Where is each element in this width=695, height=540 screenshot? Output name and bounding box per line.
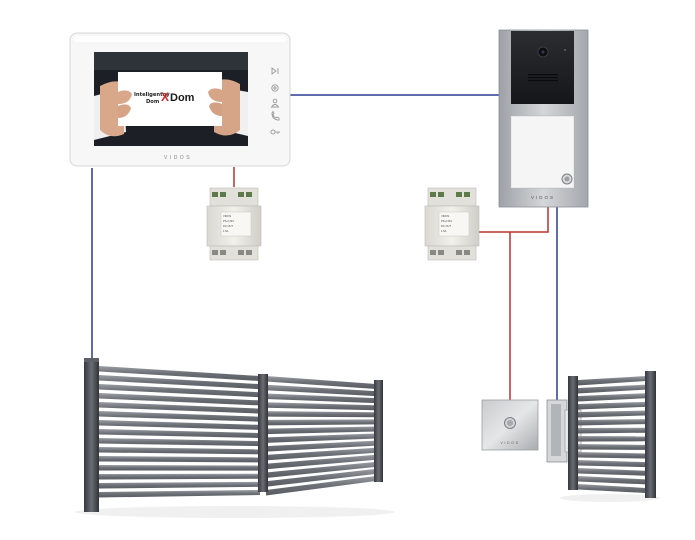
psu-left-label-3: DC OUT [223, 224, 233, 228]
speaker-grille [528, 74, 558, 82]
card-brand-rest: Dom [170, 92, 195, 104]
gate-slats [99, 366, 376, 498]
gate-post-right [374, 380, 383, 482]
gate-slat [578, 444, 646, 450]
gate-slat [578, 384, 646, 394]
gate-slat [99, 393, 260, 406]
wicket-slats [578, 376, 646, 493]
psu-left-label-2: PS-2 24V [223, 219, 234, 223]
card-text-line1: Inteligentny [134, 92, 170, 98]
wicket-post-right [645, 371, 656, 498]
gate-slat [99, 490, 260, 498]
power-supply-right: VIDOS PS-2 24V DC OUT 1.5A [424, 187, 480, 261]
gate-slat [578, 410, 646, 418]
gate-middle-post [258, 374, 268, 492]
gate-slat [99, 456, 260, 463]
psu-left-label-4: 1.5A [223, 229, 229, 233]
gate-slat [266, 411, 376, 418]
gate-slat [578, 484, 646, 493]
gate-slat [266, 440, 376, 452]
gate-slat [99, 447, 260, 455]
door-station-brand-label: VIDOS [531, 195, 555, 200]
gate-slat [266, 468, 376, 487]
gate-slat [99, 465, 260, 471]
business-card [118, 72, 222, 126]
gate-slat [578, 401, 646, 410]
gate-slat [266, 384, 376, 397]
gate-slat [578, 452, 646, 459]
gate-slat [578, 393, 646, 402]
gate-slat [578, 476, 646, 485]
gate-slat [266, 376, 376, 389]
play-icon[interactable] [271, 67, 279, 75]
gate-slat [578, 419, 646, 426]
gate-slat [578, 427, 646, 434]
gate-slat [578, 460, 646, 468]
wicket-gate [560, 371, 660, 502]
sliding-gate [75, 358, 395, 518]
psu-left-label-1: VIDOS [223, 214, 231, 218]
card-brand-x: X [161, 90, 169, 104]
gate-slat [99, 366, 260, 381]
person-icon[interactable] [270, 98, 280, 108]
gate-slat [99, 438, 260, 447]
exit-button-plate: VIDOS [481, 399, 539, 451]
camera-module [511, 31, 574, 104]
wicket-post-left [568, 376, 578, 490]
gate-slat [99, 473, 260, 480]
gate-slat [99, 481, 260, 489]
gate-slat [266, 454, 376, 470]
gate-slat [266, 433, 376, 443]
psu-right-label-4: 1.5A [441, 229, 447, 233]
gate-slat [266, 447, 376, 461]
gate-slat [99, 384, 260, 398]
indoor-monitor: Inteligentny Dom X Dom VIDOS [69, 32, 291, 167]
psu-right-label-2: PS-2 24V [441, 219, 452, 223]
card-text-line2: Dom [146, 99, 159, 105]
psu-right-label-3: DC OUT [441, 224, 451, 228]
gate-slat [266, 402, 376, 411]
monitor-brand-label: VIDOS [164, 155, 192, 161]
gate-slat [266, 476, 376, 496]
gate-slat [99, 402, 260, 414]
gate-slat [266, 393, 376, 404]
door-station: VIDOS [498, 29, 589, 208]
gate-slat [99, 411, 260, 422]
gate-slat [266, 419, 376, 426]
gate-slat [266, 461, 376, 478]
gate-post-left [84, 358, 99, 512]
gate-slat [578, 376, 646, 386]
gate-slat [99, 429, 260, 438]
power-supply-left: VIDOS PS-2 24V DC OUT 1.5A [206, 187, 262, 261]
wires [91, 94, 558, 400]
psu-right-label-1: VIDOS [441, 214, 449, 218]
gate-slat [99, 420, 260, 430]
phone-icon[interactable] [271, 110, 280, 121]
gate-slat [266, 426, 376, 435]
gate-slat [99, 375, 260, 390]
monitor-screen: Inteligentny Dom X Dom [94, 52, 248, 146]
gate-slat [578, 436, 646, 442]
gate-slat [578, 468, 646, 476]
plus-icon[interactable] [271, 84, 279, 92]
wire-power-supply-to-door-station [472, 207, 549, 233]
exit-button-brand-label: VIDOS [500, 441, 519, 445]
key-icon[interactable] [270, 129, 280, 135]
